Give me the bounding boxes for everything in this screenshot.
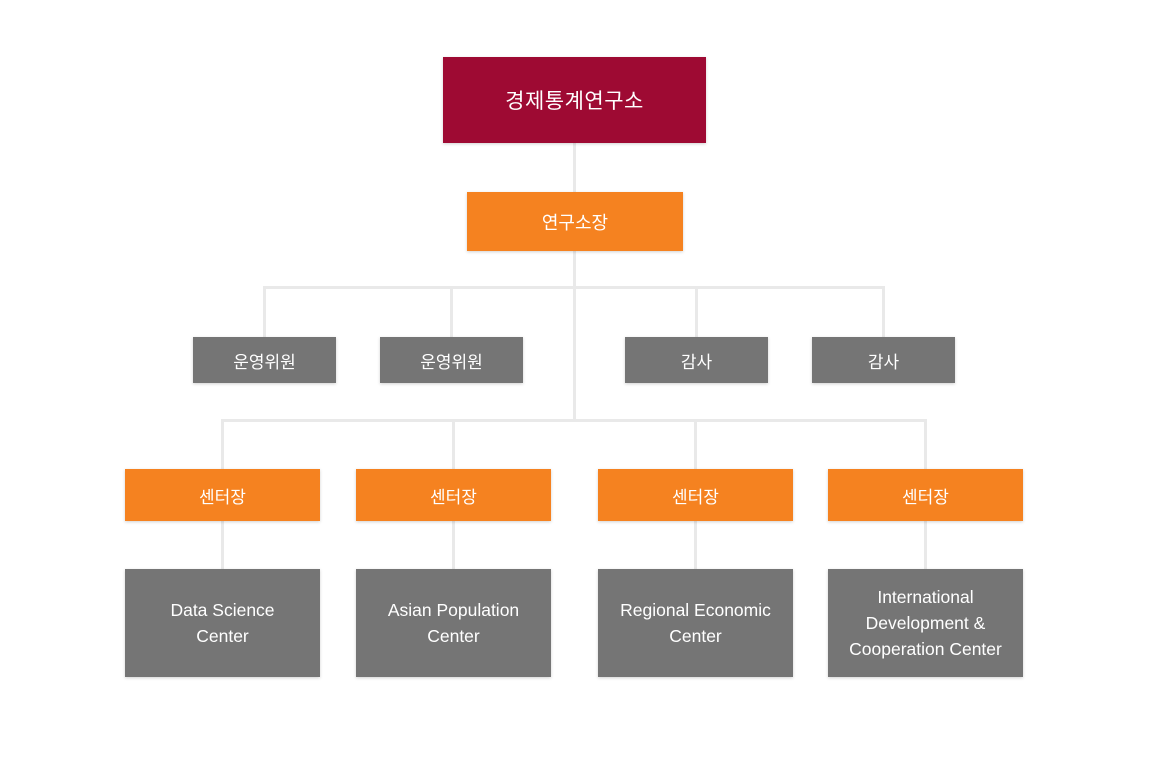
root-institute-label: 경제통계연구소: [505, 90, 644, 113]
director-label: 연구소장: [541, 212, 609, 233]
center-head-box-3: 센터장: [598, 469, 793, 521]
connector-branch2-drop-2: [452, 419, 455, 469]
connector-branch1-horizontal: [263, 286, 885, 289]
center-box-asian-population: Asian Population Center: [356, 569, 551, 677]
auditor-box-1: 감사: [625, 337, 768, 383]
connector-branch1-drop-2: [450, 286, 453, 337]
center-head-box-4: 센터장: [828, 469, 1023, 521]
center-head-label-1: 센터장: [199, 487, 246, 507]
center-head-label-4: 센터장: [902, 487, 949, 507]
connector-head-to-center-2: [452, 521, 455, 569]
center-head-box-2: 센터장: [356, 469, 551, 521]
center-box-data-science: Data Science Center: [125, 569, 320, 677]
connector-branch2-horizontal: [221, 419, 927, 422]
connector-root-to-director: [573, 143, 576, 192]
operating-committee-label-2: 운영위원: [420, 352, 483, 372]
connector-head-to-center-4: [924, 521, 927, 569]
center-label-international-development: International Development & Cooperation …: [849, 587, 1002, 659]
connector-branch2-drop-1: [221, 419, 224, 469]
auditor-label-2: 감사: [867, 352, 900, 372]
center-label-regional-economic: Regional Economic Center: [620, 600, 771, 646]
connector-director-trunk: [573, 251, 576, 422]
auditor-box-2: 감사: [812, 337, 955, 383]
operating-committee-box-1: 운영위원: [193, 337, 336, 383]
root-institute-box: 경제통계연구소: [443, 57, 706, 143]
center-box-international-development: International Development & Cooperation …: [828, 569, 1023, 677]
connector-head-to-center-3: [694, 521, 697, 569]
connector-branch1-drop-3: [695, 286, 698, 337]
connector-branch1-drop-1: [263, 286, 266, 337]
operating-committee-label-1: 운영위원: [233, 352, 296, 372]
operating-committee-box-2: 운영위원: [380, 337, 523, 383]
center-label-data-science: Data Science Center: [170, 600, 275, 646]
center-label-asian-population: Asian Population Center: [387, 600, 520, 646]
connector-head-to-center-1: [221, 521, 224, 569]
connector-branch2-drop-3: [694, 419, 697, 469]
director-box: 연구소장: [467, 192, 683, 251]
center-head-box-1: 센터장: [125, 469, 320, 521]
center-head-label-2: 센터장: [430, 487, 477, 507]
auditor-label-1: 감사: [680, 352, 713, 372]
connector-branch2-drop-4: [924, 419, 927, 469]
center-box-regional-economic: Regional Economic Center: [598, 569, 793, 677]
connector-branch1-drop-4: [882, 286, 885, 337]
center-head-label-3: 센터장: [672, 487, 719, 507]
